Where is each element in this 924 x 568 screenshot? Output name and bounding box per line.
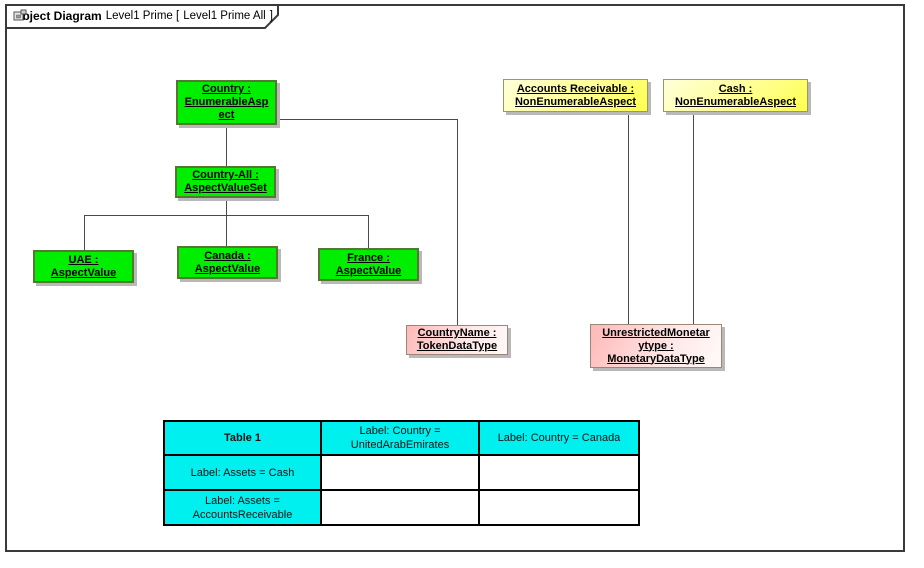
connector-to-france[interactable] — [368, 215, 369, 248]
connector-branch-horizontal[interactable] — [84, 215, 369, 216]
table-cell-ar-canada[interactable] — [478, 489, 640, 526]
node-cash[interactable]: Cash : NonEnumerableAspect — [663, 79, 808, 112]
node-country-all[interactable]: Country-All : AspectValueSet — [175, 166, 276, 198]
table-cell-cash-uae[interactable] — [320, 454, 480, 491]
diagram-context-label: Level1 Prime [ — [105, 10, 180, 22]
table-col-header-canada[interactable]: Label: Country = Canada — [478, 420, 640, 456]
node-canada[interactable]: Canada : AspectValue — [177, 246, 278, 279]
diagram-type-label: Object Diagram — [13, 9, 102, 23]
table-1: Table 1 Label: Country = UnitedArabEmira… — [163, 420, 640, 526]
table-row-header-ar[interactable]: Label: Assets = AccountsReceivable — [163, 489, 322, 526]
table-cell-cash-canada[interactable] — [478, 454, 640, 491]
node-canada-label: Canada : AspectValue — [194, 249, 261, 275]
node-countryname[interactable]: CountryName : TokenDataType — [406, 325, 508, 355]
diagram-frame-tab: Object Diagram Level1 Prime [ Level1 Pri… — [5, 4, 289, 30]
node-unrestricted-monetary[interactable]: UnrestrictedMonetar ytype : MonetaryData… — [590, 324, 722, 368]
node-country-label: Country : EnumerableAsp ect — [184, 83, 269, 121]
node-country[interactable]: Country : EnumerableAsp ect — [176, 80, 277, 125]
table-row-header-cash[interactable]: Label: Assets = Cash — [163, 454, 322, 491]
table-header-row: Table 1 Label: Country = UnitedArabEmira… — [163, 420, 640, 456]
connector-cash-to-monetary[interactable] — [693, 112, 694, 324]
node-uae[interactable]: UAE : AspectValue — [33, 250, 134, 283]
node-unrestricted-monetary-label: UnrestrictedMonetar ytype : MonetaryData… — [602, 326, 710, 365]
connector-countryall-down[interactable] — [226, 197, 227, 246]
table-row: Label: Assets = AccountsReceivable — [163, 489, 640, 526]
node-accounts-receivable-label: Accounts Receivable : NonEnumerableAspec… — [514, 82, 637, 108]
node-france[interactable]: France : AspectValue — [318, 248, 419, 281]
connector-to-uae[interactable] — [84, 215, 85, 250]
table-col-header-uae[interactable]: Label: Country = UnitedArabEmirates — [320, 420, 480, 456]
diagram-icon — [13, 9, 27, 21]
node-uae-label: UAE : AspectValue — [50, 253, 117, 279]
table-row: Label: Assets = Cash — [163, 454, 640, 491]
node-accounts-receivable[interactable]: Accounts Receivable : NonEnumerableAspec… — [503, 79, 648, 112]
table-title-cell[interactable]: Table 1 — [163, 420, 322, 456]
connector-country-to-countryall[interactable] — [226, 125, 227, 166]
table-cell-ar-uae[interactable] — [320, 489, 480, 526]
diagram-name-label: Level1 Prime All — [183, 10, 266, 22]
connector-to-countryname[interactable] — [457, 119, 458, 325]
node-france-label: France : AspectValue — [335, 251, 402, 277]
node-country-all-label: Country-All : AspectValueSet — [184, 169, 267, 194]
node-cash-label: Cash : NonEnumerableAspect — [674, 82, 797, 108]
bracket-close-label: ] — [269, 10, 273, 22]
tab-outline — [5, 4, 279, 29]
connector-ar-to-monetary[interactable] — [628, 112, 629, 324]
node-countryname-label: CountryName : TokenDataType — [416, 327, 498, 352]
connector-country-right-horizontal[interactable] — [277, 119, 458, 120]
